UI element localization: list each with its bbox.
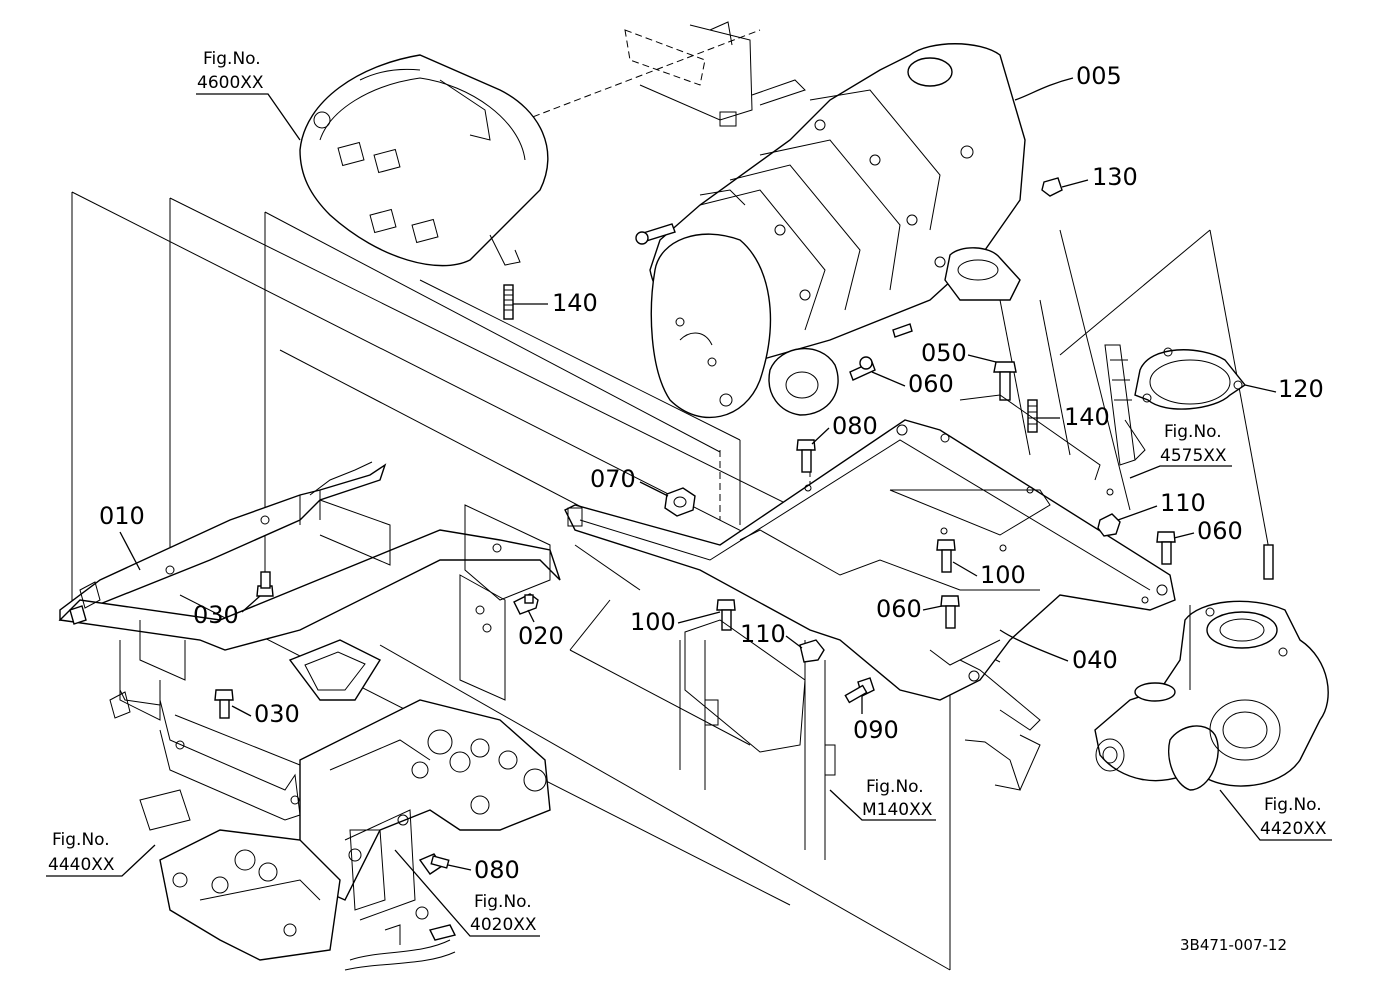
label-130: 130 <box>1092 163 1138 191</box>
label-100-right: 100 <box>980 561 1026 589</box>
cylinder-head-4440 <box>139 789 457 971</box>
label-110-mid: 110 <box>740 620 786 648</box>
label-010: 010 <box>99 502 145 530</box>
label-040: 040 <box>1072 646 1118 674</box>
fig-M140-title: Fig.No. <box>866 777 924 797</box>
sensor-strap-4575 <box>1104 344 1146 466</box>
turbocharger-4420 <box>1094 600 1329 791</box>
fig-4600-number: 4600XX <box>197 73 264 93</box>
label-020: 020 <box>518 622 564 650</box>
stud-140-right <box>1027 399 1038 433</box>
dpf-cover-4600 <box>299 54 549 267</box>
fig-4440-title: Fig.No. <box>52 830 110 850</box>
label-090: 090 <box>853 716 899 744</box>
label-060-top: 060 <box>908 370 954 398</box>
figure-references: Fig.No. 4600XX Fig.No. 4575XX Fig.No. 44… <box>46 49 1332 937</box>
label-100-mid: 100 <box>630 608 676 636</box>
label-140-right: 140 <box>1064 403 1110 431</box>
fig-4575-title: Fig.No. <box>1164 422 1222 442</box>
fig-4600-title: Fig.No. <box>203 49 261 69</box>
label-050: 050 <box>921 339 967 367</box>
label-005: 005 <box>1076 62 1122 90</box>
label-030-lower: 030 <box>254 700 300 728</box>
label-070: 070 <box>590 465 636 493</box>
fig-M140-number: M140XX <box>862 800 933 820</box>
fig-4020-number: 4020XX <box>470 915 537 935</box>
bolts-030-020 <box>69 571 539 719</box>
label-080-lower: 080 <box>474 856 520 884</box>
stud-140-left <box>503 284 514 320</box>
cylinder-head-4020 <box>288 639 551 921</box>
gasket-120 <box>1134 347 1247 410</box>
label-030-upper: 030 <box>193 601 239 629</box>
fig-4420-title: Fig.No. <box>1264 795 1322 815</box>
label-060-right: 060 <box>1197 517 1243 545</box>
label-110-right: 110 <box>1160 489 1206 517</box>
fig-4420-number: 4420XX <box>1260 819 1327 839</box>
label-060-mid: 060 <box>876 595 922 623</box>
fig-4440-number: 4440XX <box>48 855 115 875</box>
part-labels: 005 130 140 050 060 120 140 080 070 010 … <box>99 62 1324 884</box>
bolt-050 <box>993 361 1017 401</box>
fig-4020-title: Fig.No. <box>474 892 532 912</box>
bracket-040 <box>564 394 1176 791</box>
label-140-left: 140 <box>552 289 598 317</box>
dpf-bolts <box>635 177 1063 381</box>
sensor-plates <box>684 619 836 776</box>
label-080-top: 080 <box>832 412 878 440</box>
fig-4575-number: 4575XX <box>1160 446 1227 466</box>
bolt-080-lower <box>418 853 450 875</box>
bracket-fasteners <box>664 439 1274 704</box>
drawing-code: 3B471-007-12 <box>1180 936 1287 954</box>
bracket-010 <box>58 461 561 821</box>
projection-lines <box>71 29 1271 971</box>
sensor-bracket <box>624 21 806 127</box>
dpf-assembly-005 <box>649 43 1026 419</box>
label-120: 120 <box>1278 375 1324 403</box>
